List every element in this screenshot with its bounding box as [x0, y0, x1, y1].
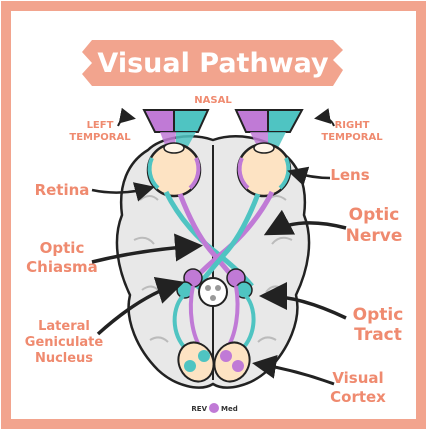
title: Visual Pathway — [97, 48, 329, 79]
optic-chiasma-label-line2: Chiasma — [26, 258, 98, 276]
nasal-label: NASAL — [194, 95, 232, 106]
brainstem — [199, 278, 227, 306]
brand-left: REV — [191, 405, 207, 413]
lgn-label-line1: Lateral — [38, 319, 90, 334]
brand-logo: REV Med — [191, 403, 237, 413]
visual-cortex-arrow — [258, 364, 334, 384]
optic-chiasma-label-line1: Optic — [40, 239, 85, 257]
brand-icon — [209, 403, 219, 413]
visual-cortex-label-line1: Visual — [332, 369, 383, 387]
visual-cortex-label-line2: Cortex — [330, 388, 386, 406]
left-temporal-arrow — [118, 118, 132, 126]
optic-tract-label-line2: Tract — [354, 325, 402, 345]
optic-tract-label-line1: Optic — [353, 305, 404, 325]
optic-nerve-label-line2: Nerve — [346, 226, 403, 246]
brand-right: Med — [221, 405, 238, 413]
left-temporal-label-line2: TEMPORAL — [69, 132, 131, 143]
right-eye — [238, 143, 290, 196]
right-temporal-arrow — [318, 118, 334, 126]
lgn-label-line2: Geniculate — [25, 335, 104, 350]
right-temporal-label-line1: RIGHT — [335, 120, 370, 131]
lens-label: Lens — [330, 166, 369, 184]
lgn-label-line3: Nucleus — [35, 351, 93, 366]
title-banner: Visual Pathway — [82, 40, 343, 86]
right-visual-field — [236, 110, 302, 132]
right-temporal-label-line2: TEMPORAL — [321, 132, 383, 143]
optic-nerve-label-line1: Optic — [349, 205, 400, 225]
left-temporal-label-line1: LEFT — [87, 120, 114, 131]
left-eye — [148, 143, 200, 196]
left-visual-field — [144, 110, 208, 132]
retina-label: Retina — [35, 181, 90, 199]
